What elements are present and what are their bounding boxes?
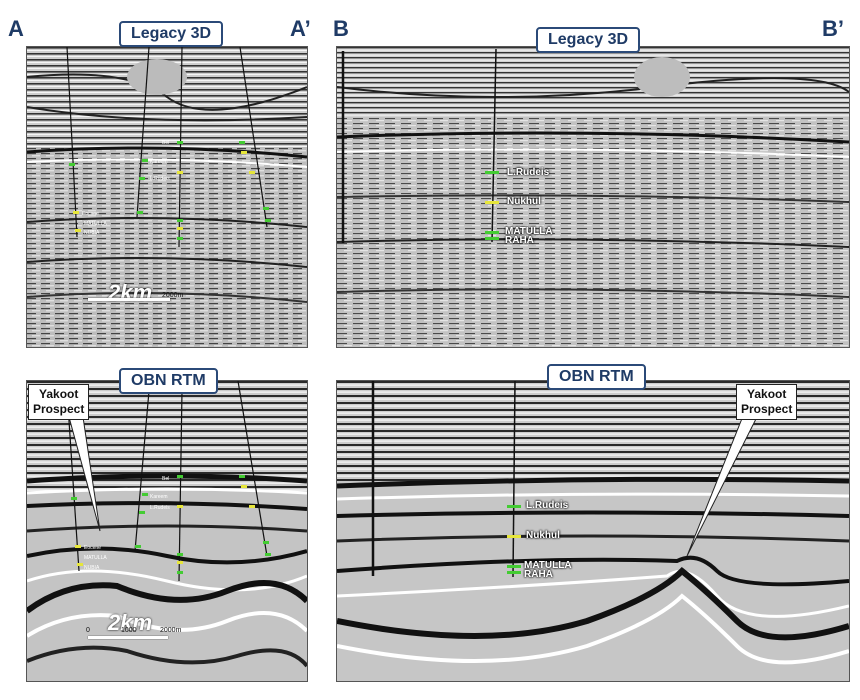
horizon-label-raha-top: RAHA (505, 235, 534, 246)
pick-label-matulla-a: MATULLA (84, 221, 107, 227)
pick-label-matulla-obn: MATULLA (84, 555, 107, 561)
tag-legacy-3d-a: Legacy 3D (119, 21, 224, 47)
panel-obn-a (26, 380, 308, 682)
callout-yakoot-prospect-a: Yakoot Prospect (28, 384, 90, 420)
callout-line1: Yakoot (39, 387, 79, 401)
panel-legacy-b (336, 46, 850, 348)
scale-end-bottom: 2000m (160, 627, 182, 634)
horizon-label-nukhul-bottom: Nukhul (526, 530, 560, 541)
pick-label-eocene-obn: Eocene (84, 545, 101, 551)
scale-start-bottom: 0 (86, 627, 90, 634)
section-label-b: B (333, 16, 349, 41)
scale-mid-bottom: 1000 (121, 627, 137, 634)
scale-bar-top (88, 298, 170, 301)
section-label-b-prime: B’ (822, 16, 844, 41)
pick-label-kareem-a: Kareem (150, 159, 168, 165)
callout-line2: Prospect (741, 402, 793, 416)
horizon-label-nukhul-top: Nukhul (507, 196, 541, 207)
seismic-section-legacy-b (337, 47, 849, 347)
tag-obn-rtm-b: OBN RTM (547, 364, 646, 390)
pick-label-rudeis-a: L.Rudeis (150, 176, 170, 182)
horizon-label-raha-bottom: RAHA (524, 569, 553, 580)
seismic-section-obn-b (337, 381, 849, 681)
horizon-label-rudeis-top: L.Rudeis (507, 167, 550, 178)
callout-line2: Prospect (33, 402, 85, 416)
tag-obn-rtm-a: OBN RTM (119, 368, 218, 394)
pick-label-nubia-obn: NUBIA (84, 565, 100, 571)
horizon-label-matulla-bottom: MATULLA (524, 560, 572, 571)
pick-label-belayim-a: Bel (162, 140, 170, 146)
scale-label-bottom: 2km (108, 610, 153, 635)
seismic-section-obn-a (27, 381, 307, 681)
panel-obn-b (336, 380, 850, 682)
panel-legacy-a (26, 46, 308, 348)
scale-end-top: 2000m (162, 292, 184, 299)
seismic-section-legacy-a (27, 47, 307, 347)
callout-yakoot-prospect-b: Yakoot Prospect (736, 384, 798, 420)
tag-legacy-3d-b: Legacy 3D (536, 27, 641, 53)
pick-label-eocene-a: Eocene (82, 211, 99, 217)
pick-label-nubia-a: NUBIA (84, 230, 100, 236)
section-label-a-prime: A’ (290, 16, 311, 41)
callout-line1: Yakoot (747, 387, 787, 401)
horizon-label-matulla-top: MATULLA (505, 226, 553, 237)
horizon-label-rudeis-bottom: L.Rudeis (526, 500, 569, 511)
pick-label-belayim-obn: Bel (162, 476, 170, 482)
scale-label-top: 2km (108, 280, 153, 305)
scale-bar-bottom (88, 636, 168, 639)
pick-label-rudeis-obn: L.Rudeis (150, 505, 170, 511)
pick-label-kareem-obn: Kareem (150, 494, 168, 500)
section-label-a: A (8, 16, 24, 41)
